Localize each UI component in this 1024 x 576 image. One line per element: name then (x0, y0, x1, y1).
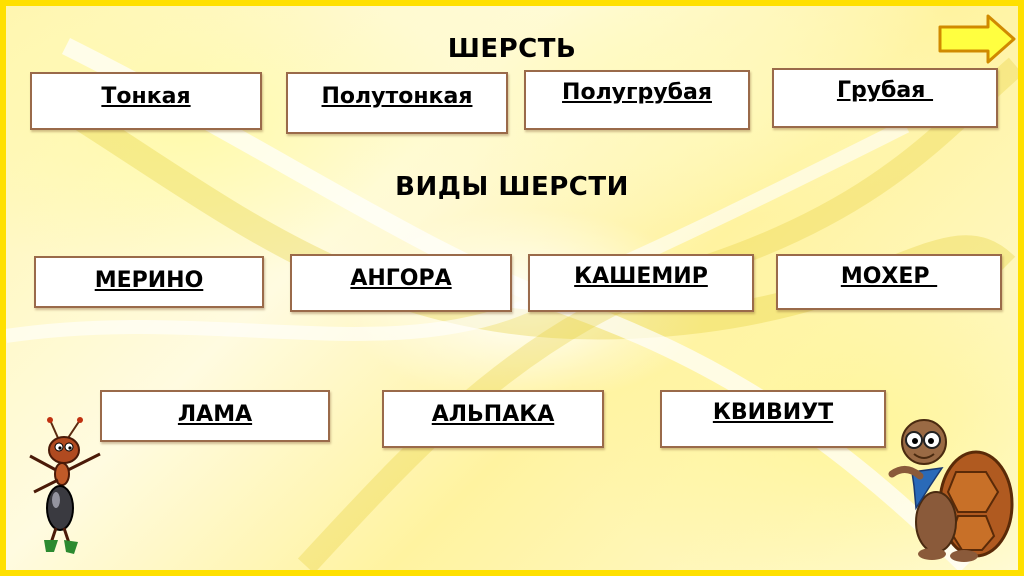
arrow-right-icon[interactable] (938, 14, 1016, 64)
wool-type-label: Полутонкая (321, 84, 473, 109)
wool-kind-label: АЛЬПАКА (431, 402, 555, 427)
wool-kind-qiviut[interactable]: КВИВИУТ (660, 390, 886, 448)
wool-kind-llama[interactable]: ЛАМА (100, 390, 330, 442)
wool-type-label: Полугрубая (562, 80, 712, 105)
turtle-character-icon (888, 419, 1014, 562)
wool-kind-merino[interactable]: МЕРИНО (34, 256, 264, 308)
wool-kind-label: КАШЕМИР (574, 264, 708, 289)
wool-type-semi-thin[interactable]: Полутонкая (286, 72, 508, 134)
section-title: ВИДЫ ШЕРСТИ (395, 172, 629, 202)
wool-kind-label: КВИВИУТ (712, 400, 834, 425)
wool-kind-mohair[interactable]: МОХЕР (776, 254, 1002, 310)
wool-type-label: Грубая (836, 78, 934, 103)
ant-character-icon (29, 417, 101, 554)
wool-type-semi-coarse[interactable]: Полугрубая (524, 70, 750, 130)
wool-kind-label: АНГОРА (350, 266, 452, 291)
wool-kind-label: МЕРИНО (94, 268, 204, 293)
wool-kind-angora[interactable]: АНГОРА (290, 254, 512, 312)
wool-kind-alpaca[interactable]: АЛЬПАКА (382, 390, 604, 448)
wool-kind-label: ЛАМА (177, 402, 253, 427)
wool-kind-label: МОХЕР (840, 264, 938, 289)
page-title: ШЕРСТЬ (447, 34, 577, 64)
wool-kind-cashmere[interactable]: КАШЕМИР (528, 254, 754, 312)
wool-type-label: Тонкая (101, 84, 191, 109)
wool-type-thin[interactable]: Тонкая (30, 72, 262, 130)
wool-type-coarse[interactable]: Грубая (772, 68, 998, 128)
